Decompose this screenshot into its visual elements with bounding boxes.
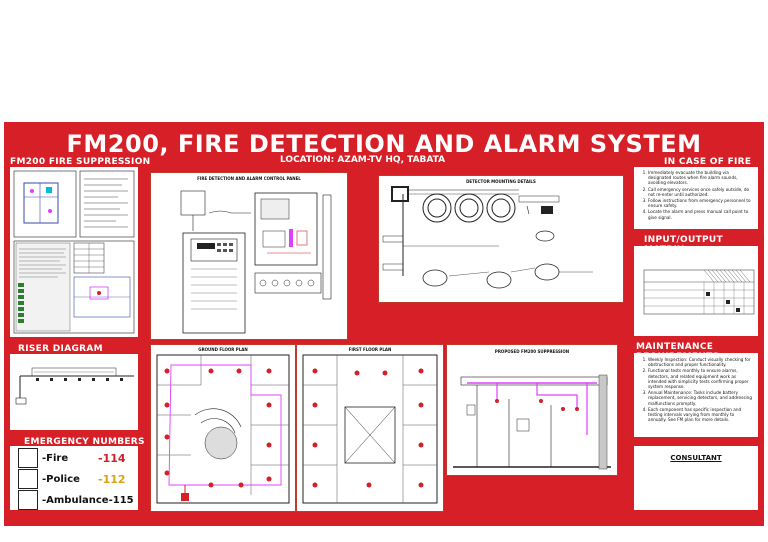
maintenance-item: Functional tests monthly to ensure alarm… [648,368,752,389]
io-matrix-panel [634,246,758,336]
emergency-fire-number: -114 [98,451,126,465]
riser-diagram [15,367,134,405]
detector-mounting-title: DETECTOR MOUNTING DETAILS [466,179,536,184]
maintenance-list: Weekly Inspection: Conduct visually chec… [634,353,758,422]
detector-mounting-diagram [382,186,593,289]
consultant-label: CONSULTANT [670,454,722,462]
poster-board: FM200, FIRE DETECTION AND ALARM SYSTEM L… [4,122,764,526]
emergency-police-label: -Police [42,473,80,485]
ground-floor-diagram [156,354,290,504]
maintenance-panel: Weekly Inspection: Conduct visually chec… [634,353,758,437]
checkbox-ambulance [18,490,38,510]
control-panel-drawing: FIRE DETECTION AND ALARM CONTROL PANEL [150,172,348,340]
fm200-panel [10,167,138,337]
first-floor-plan: FIRST FLOOR PLAN [296,344,444,512]
ground-floor-plan: GROUND FLOOR PLAN [150,344,296,512]
io-matrix-table [643,269,755,315]
maintenance-item: Annual Maintenance: Tasks include batter… [648,390,752,406]
poster-title: FM200, FIRE DETECTION AND ALARM SYSTEM [66,130,702,158]
maintenance-item: Each component has specific inspection a… [648,407,752,423]
suppression-section-diagram [453,374,611,470]
emergency-row-fire: -Fire -114 [18,448,126,468]
in-case-step: Immediately evacuate the building via de… [648,170,752,186]
location-label: LOCATION: AZAM-TV HQ, TABATA [280,155,446,165]
emergency-row-police: -Police -112 [18,469,126,489]
in-case-panel: Immediately evacuate the building via de… [634,167,758,229]
suppression-section-drawing: PROPOSED FM200 SUPPRESSION [446,344,618,476]
control-panel-diagram [180,190,332,334]
emergency-fire-label: -Fire [42,452,69,464]
fm200-drawing [13,170,135,334]
suppression-section-title: PROPOSED FM200 SUPPRESSION [494,349,570,354]
maintenance-item: Weekly Inspection: Conduct visually chec… [648,357,752,367]
fm200-section-label: FM200 FIRE SUPPRESSION [10,157,151,167]
control-panel-title: FIRE DETECTION AND ALARM CONTROL PANEL [197,176,301,181]
riser-section-label: RISER DIAGRAM [18,344,103,354]
first-floor-title: FIRST FLOOR PLAN [348,347,392,352]
checkbox-fire [18,448,38,468]
in-case-list: Immediately evacuate the building via de… [634,167,758,220]
emergency-row-ambulance: -Ambulance-115 [18,490,134,510]
in-case-step: Call emergency services once safely outs… [648,187,752,197]
in-case-section-label: IN CASE OF FIRE [664,157,752,167]
emergency-panel: -Fire -114 -Police -112 -Ambulance-115 [10,446,138,510]
emergency-section-label: EMERGENCY NUMBERS [24,437,145,447]
detector-mounting-drawing: DETECTOR MOUNTING DETAILS [378,175,624,303]
riser-panel [10,354,138,430]
emergency-police-number: -112 [98,472,126,486]
in-case-step: Follow instructions from emergency perso… [648,198,752,208]
first-floor-diagram [302,354,438,504]
in-case-step: Locate the alarm and press manual call p… [648,209,752,219]
consultant-panel: CONSULTANT [634,446,758,510]
checkbox-police [18,469,38,489]
ground-floor-title: GROUND FLOOR PLAN [198,347,248,352]
emergency-ambulance-label: -Ambulance-115 [42,494,134,506]
